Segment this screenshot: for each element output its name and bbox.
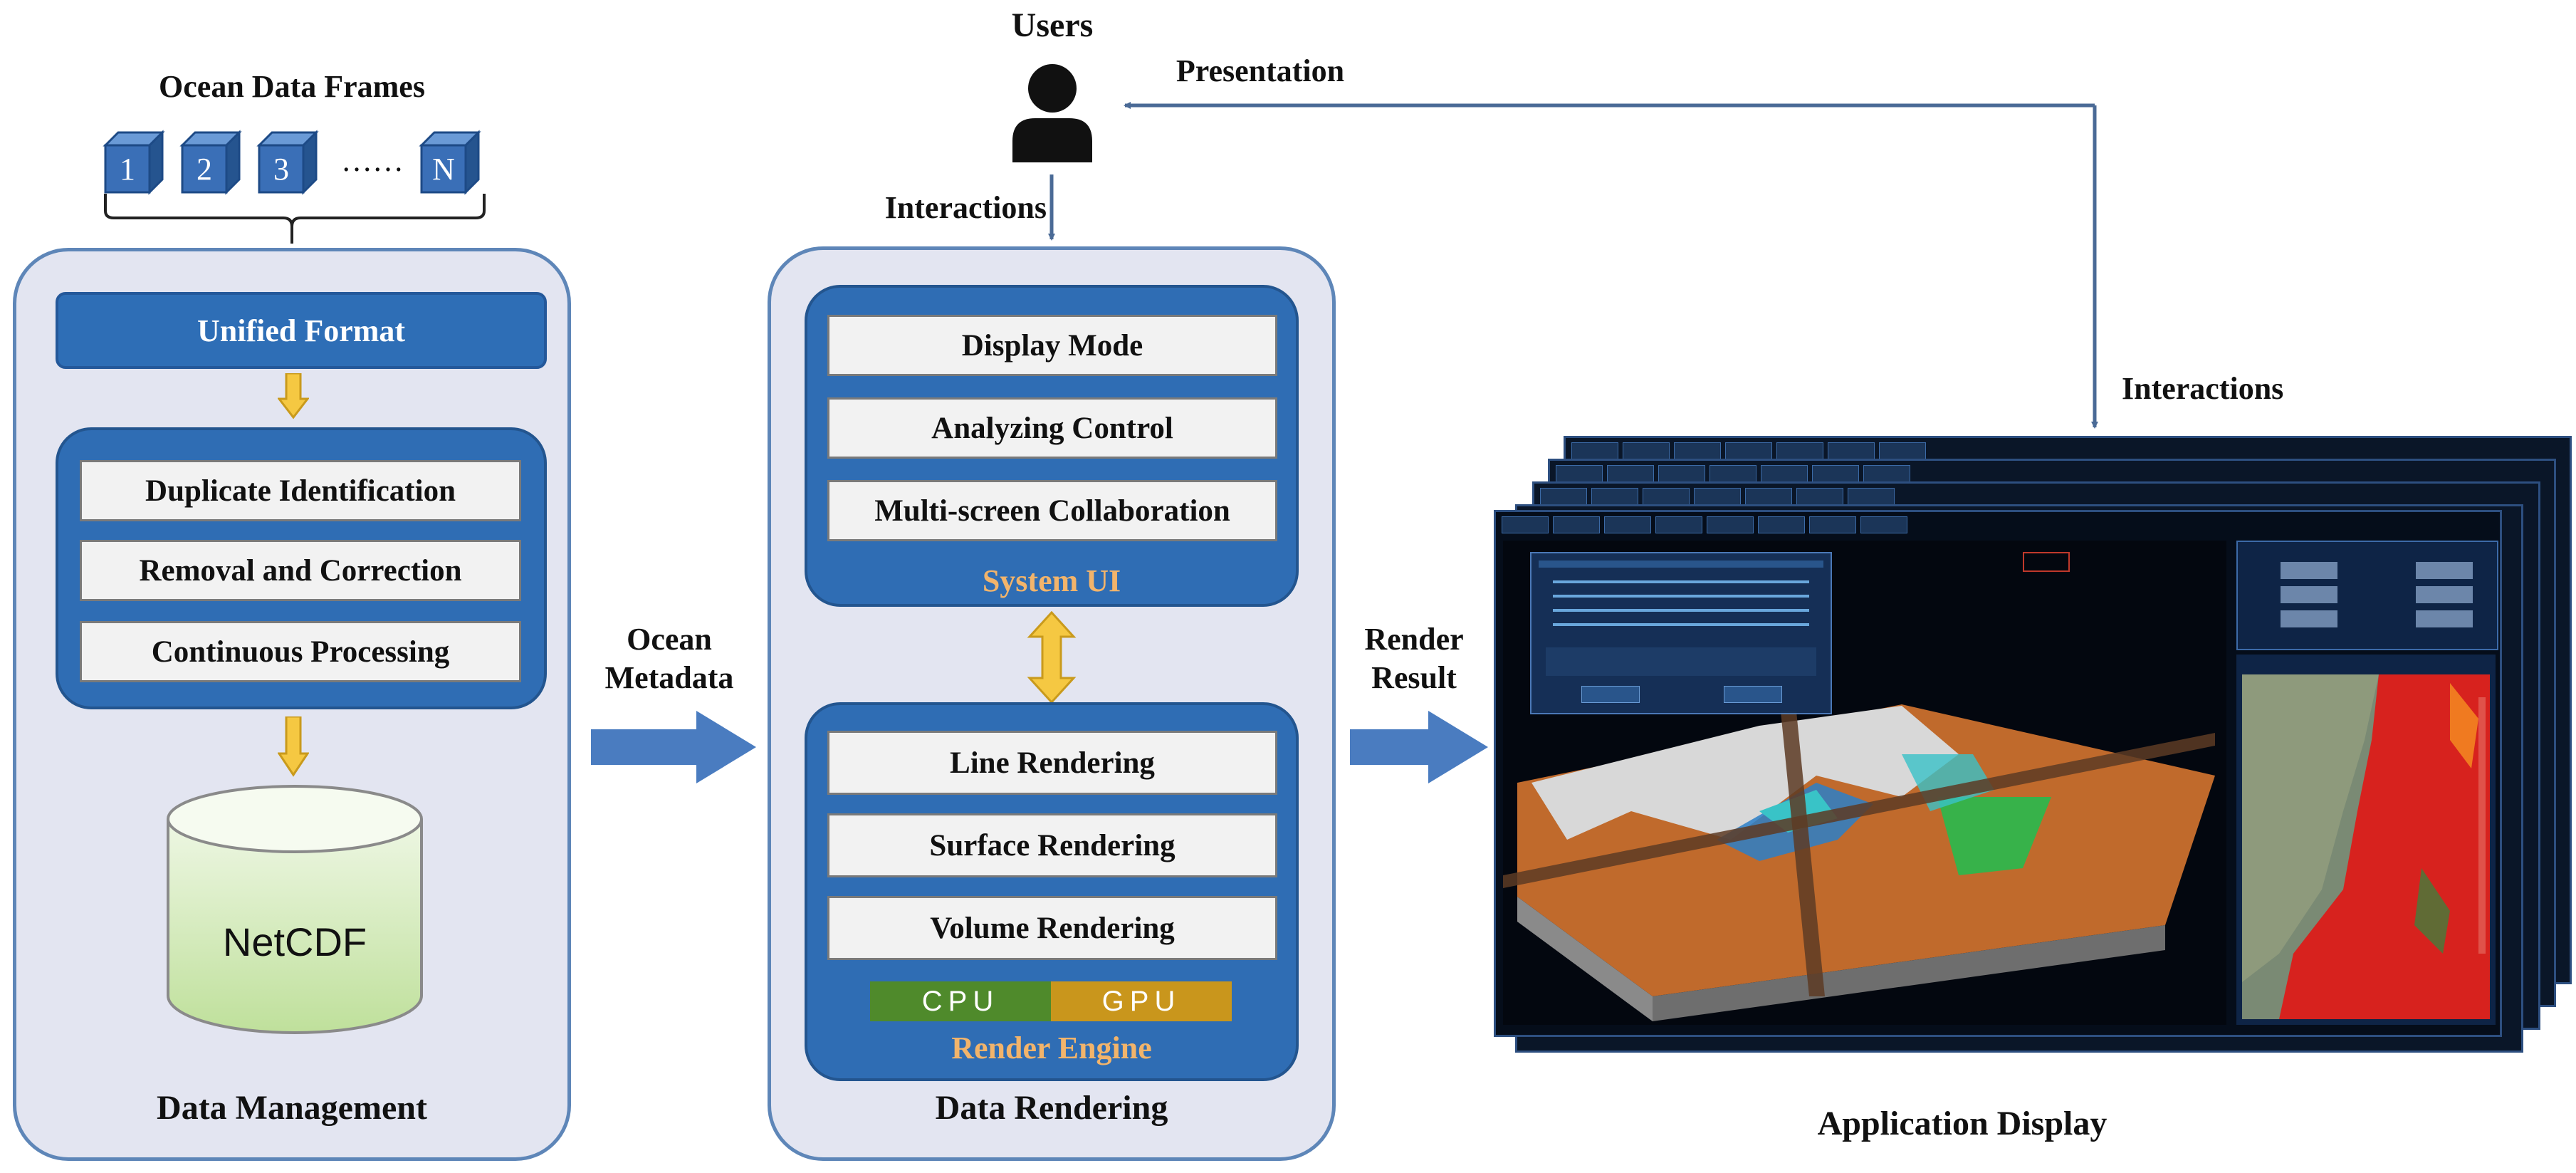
data-management-title: Data Management	[157, 1089, 427, 1127]
removal-correction-step: Removal and Correction	[80, 540, 521, 601]
yellow-double-arrow	[1027, 611, 1077, 704]
render-result-line2: Result	[1371, 660, 1457, 695]
users-label: Users	[1011, 6, 1094, 44]
multiscreen-collaboration-button: Multi-screen Collaboration	[827, 480, 1277, 541]
presentation-label: Presentation	[1176, 53, 1345, 88]
application-display-title: Application Display	[1817, 1105, 2108, 1142]
frames-title: Ocean Data Frames	[159, 69, 425, 104]
system-ui-caption: System UI	[982, 563, 1121, 598]
continuous-processing-step: Continuous Processing	[80, 621, 521, 682]
heatmap-view	[2236, 655, 2496, 1025]
frames-brace	[104, 194, 486, 244]
frames-ellipsis: ……	[341, 143, 404, 178]
yellow-down-arrow-1	[278, 373, 309, 419]
interactions-display-label: Interactions	[2122, 371, 2284, 406]
netcdf-label: NetCDF	[222, 919, 367, 964]
surface-rendering-button: Surface Rendering	[827, 813, 1277, 877]
view-toggle-box	[2023, 552, 2070, 572]
frame-cube-2: 2	[179, 130, 242, 195]
frame-number: 3	[273, 152, 289, 187]
analyzing-control-button: Analyzing Control	[827, 397, 1277, 459]
duplicate-identification-step: Duplicate Identification	[80, 460, 521, 521]
volume-rendering-button: Volume Rendering	[827, 896, 1277, 960]
display-mode-button: Display Mode	[827, 315, 1277, 376]
unified-format-box: Unified Format	[56, 292, 547, 369]
netcdf-database-icon	[167, 785, 423, 1034]
info-panel	[2236, 541, 2498, 650]
ocean-metadata-line2: Metadata	[604, 660, 734, 695]
render-result-line1: Render	[1364, 622, 1464, 657]
data-rendering-title: Data Rendering	[935, 1089, 1168, 1127]
ocean-metadata-line1: Ocean	[627, 622, 712, 657]
cpu-chip: CPU	[870, 981, 1051, 1021]
render-result-arrow	[1350, 711, 1488, 783]
frame-cube-n: N	[419, 130, 481, 195]
line-rendering-button: Line Rendering	[827, 731, 1277, 795]
frame-number: 2	[197, 152, 212, 187]
settings-dialog	[1530, 552, 1832, 714]
frame-number: 1	[120, 152, 135, 187]
interactions-users-label: Interactions	[884, 190, 1047, 225]
frame-number: N	[432, 152, 455, 187]
render-engine-caption: Render Engine	[951, 1031, 1152, 1065]
user-icon	[1012, 64, 1092, 162]
yellow-down-arrow-2	[278, 716, 309, 777]
gpu-chip: GPU	[1051, 981, 1232, 1021]
frame-cube-1: 1	[103, 130, 165, 195]
ocean-metadata-arrow	[591, 711, 756, 783]
app-screen-front	[1494, 510, 2502, 1037]
frame-cube-3: 3	[256, 130, 319, 195]
